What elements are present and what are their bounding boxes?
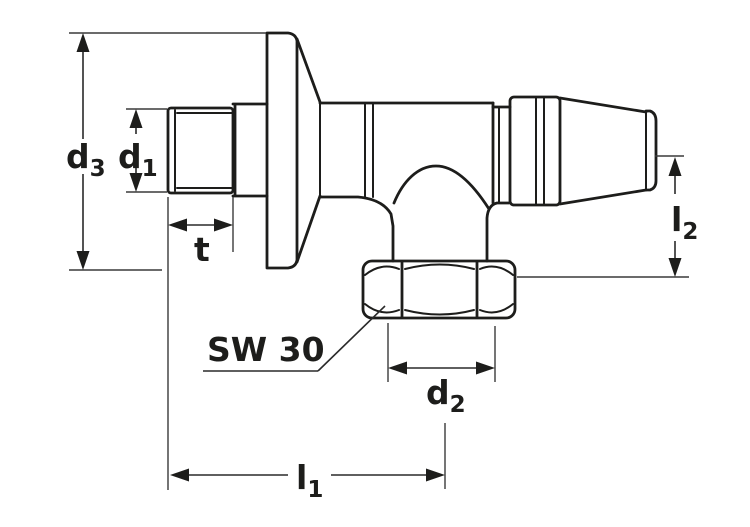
arrowhead-up-icon (129, 109, 143, 128)
arrowhead-right-icon (476, 361, 495, 375)
arrowhead-right-icon (426, 468, 445, 482)
arrowhead-down-icon (129, 173, 143, 192)
body-cylinder (318, 101, 511, 263)
label-l2: l2 (671, 200, 698, 245)
dimension-d2: d2 (387, 323, 496, 418)
valve-body-outline (166, 31, 658, 320)
arrowhead-right-icon (214, 218, 233, 232)
label-t: t (194, 230, 210, 269)
dimension-d1: d1 (118, 108, 167, 193)
dimension-t: t (167, 197, 234, 490)
threaded-inlet (166, 106, 235, 195)
arrowhead-down-icon (76, 251, 90, 270)
arrowhead-left-icon (388, 361, 407, 375)
callout-sw30: SW 30 (203, 305, 386, 372)
arrowhead-left-icon (170, 468, 189, 482)
arrowhead-up-icon (76, 33, 90, 52)
label-l1: l1 (296, 458, 323, 503)
valve-stem (491, 101, 512, 205)
dimension-d3: d3 (66, 32, 266, 271)
shoulder (231, 102, 269, 198)
wall-flange (265, 31, 322, 270)
label-d1: d1 (118, 137, 158, 182)
label-sw30: SW 30 (207, 330, 325, 369)
handle (508, 95, 658, 207)
label-d2: d2 (426, 373, 466, 418)
arrowhead-left-icon (168, 218, 187, 232)
dimension-l2: l2 (517, 155, 698, 278)
arrowhead-up-icon (668, 157, 682, 176)
label-d3: d3 (66, 137, 106, 182)
hex-nut (361, 259, 517, 320)
dimension-l1: l1 (170, 423, 446, 503)
leader-line (317, 305, 386, 372)
arrowhead-down-icon (668, 258, 682, 277)
